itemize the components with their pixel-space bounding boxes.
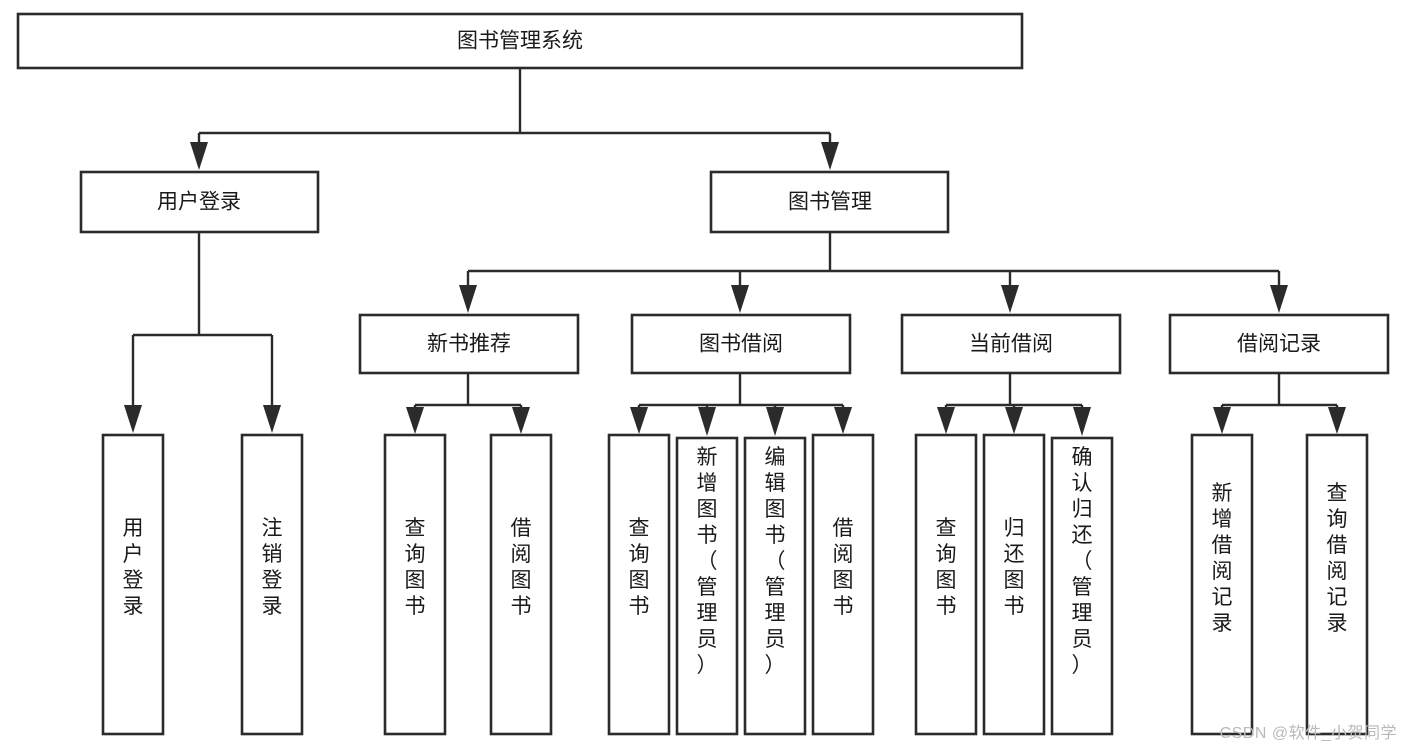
node-leaf-query-book-1[interactable]: 查询图书	[383, 433, 447, 736]
arrow-head-nbr-leaf1	[406, 407, 424, 434]
connector-group-current-borrow	[937, 373, 1091, 436]
node-borrow-record[interactable]: 借阅记录	[1168, 313, 1390, 375]
arrow-head-nbr-leaf2	[512, 407, 530, 434]
arrow-head-cb-leaf2	[1005, 407, 1023, 434]
node-leaf-return-book-box[interactable]	[982, 433, 1046, 736]
connector-group-borrow-record	[1213, 373, 1346, 434]
node-user-login[interactable]: 用户登录	[79, 170, 320, 234]
node-current-borrow-box[interactable]	[900, 313, 1122, 375]
connector-group-root	[190, 68, 839, 170]
node-new-book-rec[interactable]: 新书推荐	[358, 313, 580, 375]
node-current-borrow[interactable]: 当前借阅	[900, 313, 1122, 375]
arrow-head-bb-leaf1	[630, 407, 648, 434]
arrow-head-borrow-record	[1270, 285, 1288, 313]
node-book-manage-label: 图书管理	[788, 191, 872, 214]
node-leaf-confirm-return-admin[interactable]: 确认归还（管理员）	[1050, 436, 1114, 736]
connector-group-book-manage	[459, 232, 1288, 313]
node-leaf-user-login[interactable]: 用户登录	[101, 433, 165, 736]
node-leaf-user-login-label: 用户登录	[123, 517, 144, 618]
node-book-manage-box[interactable]	[709, 170, 950, 234]
node-borrow-record-label: 借阅记录	[1237, 333, 1321, 356]
arrow-head-bb-leaf3	[766, 407, 784, 436]
arrow-head-bb-leaf2	[698, 407, 716, 436]
arrow-head-br-leaf2	[1328, 407, 1346, 434]
node-leaf-query-book-1-label: 查询图书	[405, 517, 426, 618]
connector-group-book-borrow	[630, 373, 852, 436]
node-leaf-query-book-2-box[interactable]	[607, 433, 671, 736]
arrow-head-current-borrow	[1001, 285, 1019, 313]
node-leaf-logout-box[interactable]	[240, 433, 304, 736]
node-leaf-logout-label: 注销登录	[262, 517, 283, 618]
arrow-head-leaf-user-login	[124, 405, 142, 433]
node-leaf-borrow-book-2[interactable]: 借阅图书	[811, 433, 875, 736]
node-user-login-label: 用户登录	[157, 191, 241, 214]
node-borrow-record-box[interactable]	[1168, 313, 1390, 375]
arrow-head-br-leaf1	[1213, 407, 1231, 434]
node-leaf-query-book-2-label: 查询图书	[629, 517, 650, 618]
connector-group-new-book-rec	[406, 373, 530, 434]
node-leaf-borrow-book-1-box[interactable]	[489, 433, 553, 736]
node-leaf-query-book-3[interactable]: 查询图书	[914, 433, 978, 736]
arrow-head-bb-leaf4	[834, 407, 852, 434]
node-leaf-return-book[interactable]: 归还图书	[982, 433, 1046, 736]
node-current-borrow-label: 当前借阅	[969, 333, 1053, 356]
node-leaf-query-book-2[interactable]: 查询图书	[607, 433, 671, 736]
arrow-head-new-book-rec	[459, 285, 477, 313]
node-book-borrow[interactable]: 图书借阅	[630, 313, 852, 375]
connector-group-user-login	[124, 232, 281, 433]
node-leaf-edit-book-admin-label: 编辑图书（管理员）	[765, 446, 786, 677]
node-leaf-query-record-box[interactable]	[1305, 433, 1369, 736]
node-leaf-edit-book-admin[interactable]: 编辑图书（管理员）	[743, 436, 807, 736]
node-leaf-borrow-book-2-box[interactable]	[811, 433, 875, 736]
node-leaf-logout[interactable]: 注销登录	[240, 433, 304, 736]
node-leaf-add-record[interactable]: 新增借阅记录	[1190, 433, 1254, 736]
node-leaf-query-record-label: 查询借阅记录	[1327, 482, 1348, 635]
arrow-head-leaf-logout	[263, 405, 281, 433]
node-leaf-query-book-1-box[interactable]	[383, 433, 447, 736]
node-user-login-box[interactable]	[79, 170, 320, 234]
node-leaf-confirm-return-admin-box[interactable]	[1050, 436, 1114, 736]
node-new-book-rec-label: 新书推荐	[427, 333, 511, 356]
node-leaf-borrow-book-1-label: 借阅图书	[511, 517, 532, 618]
node-leaf-borrow-book-2-label: 借阅图书	[833, 517, 854, 618]
arrow-head-book-manage	[821, 142, 839, 170]
node-leaf-return-book-label: 归还图书	[1004, 517, 1025, 618]
node-leaf-add-record-label: 新增借阅记录	[1212, 482, 1233, 635]
node-leaf-borrow-book-1[interactable]: 借阅图书	[489, 433, 553, 736]
arrow-head-book-borrow	[731, 285, 749, 313]
node-root[interactable]: 图书管理系统	[16, 12, 1024, 70]
node-leaf-add-book-admin-label: 新增图书（管理员）	[697, 446, 718, 677]
node-book-borrow-box[interactable]	[630, 313, 852, 375]
node-leaf-user-login-box[interactable]	[101, 433, 165, 736]
node-leaf-add-record-box[interactable]	[1190, 433, 1254, 736]
arrow-head-cb-leaf1	[937, 407, 955, 434]
node-leaf-confirm-return-admin-label: 确认归还（管理员）	[1072, 446, 1093, 677]
node-root-box[interactable]	[16, 12, 1024, 70]
node-leaf-add-book-admin-box[interactable]	[675, 436, 739, 736]
node-book-manage[interactable]: 图书管理	[709, 170, 950, 234]
arrow-head-cb-leaf3	[1073, 407, 1091, 436]
node-leaf-edit-book-admin-box[interactable]	[743, 436, 807, 736]
node-leaf-query-book-3-box[interactable]	[914, 433, 978, 736]
arrow-head-user-login	[190, 142, 208, 170]
csdn-watermark: CSDN @软件_小贺同学	[1219, 725, 1397, 742]
node-root-label: 图书管理系统	[457, 30, 583, 53]
node-new-book-rec-box[interactable]	[358, 313, 580, 375]
node-leaf-add-book-admin[interactable]: 新增图书（管理员）	[675, 436, 739, 736]
node-book-borrow-label: 图书借阅	[699, 333, 783, 356]
node-leaf-query-record[interactable]: 查询借阅记录	[1305, 433, 1369, 736]
node-leaf-query-book-3-label: 查询图书	[936, 517, 957, 618]
